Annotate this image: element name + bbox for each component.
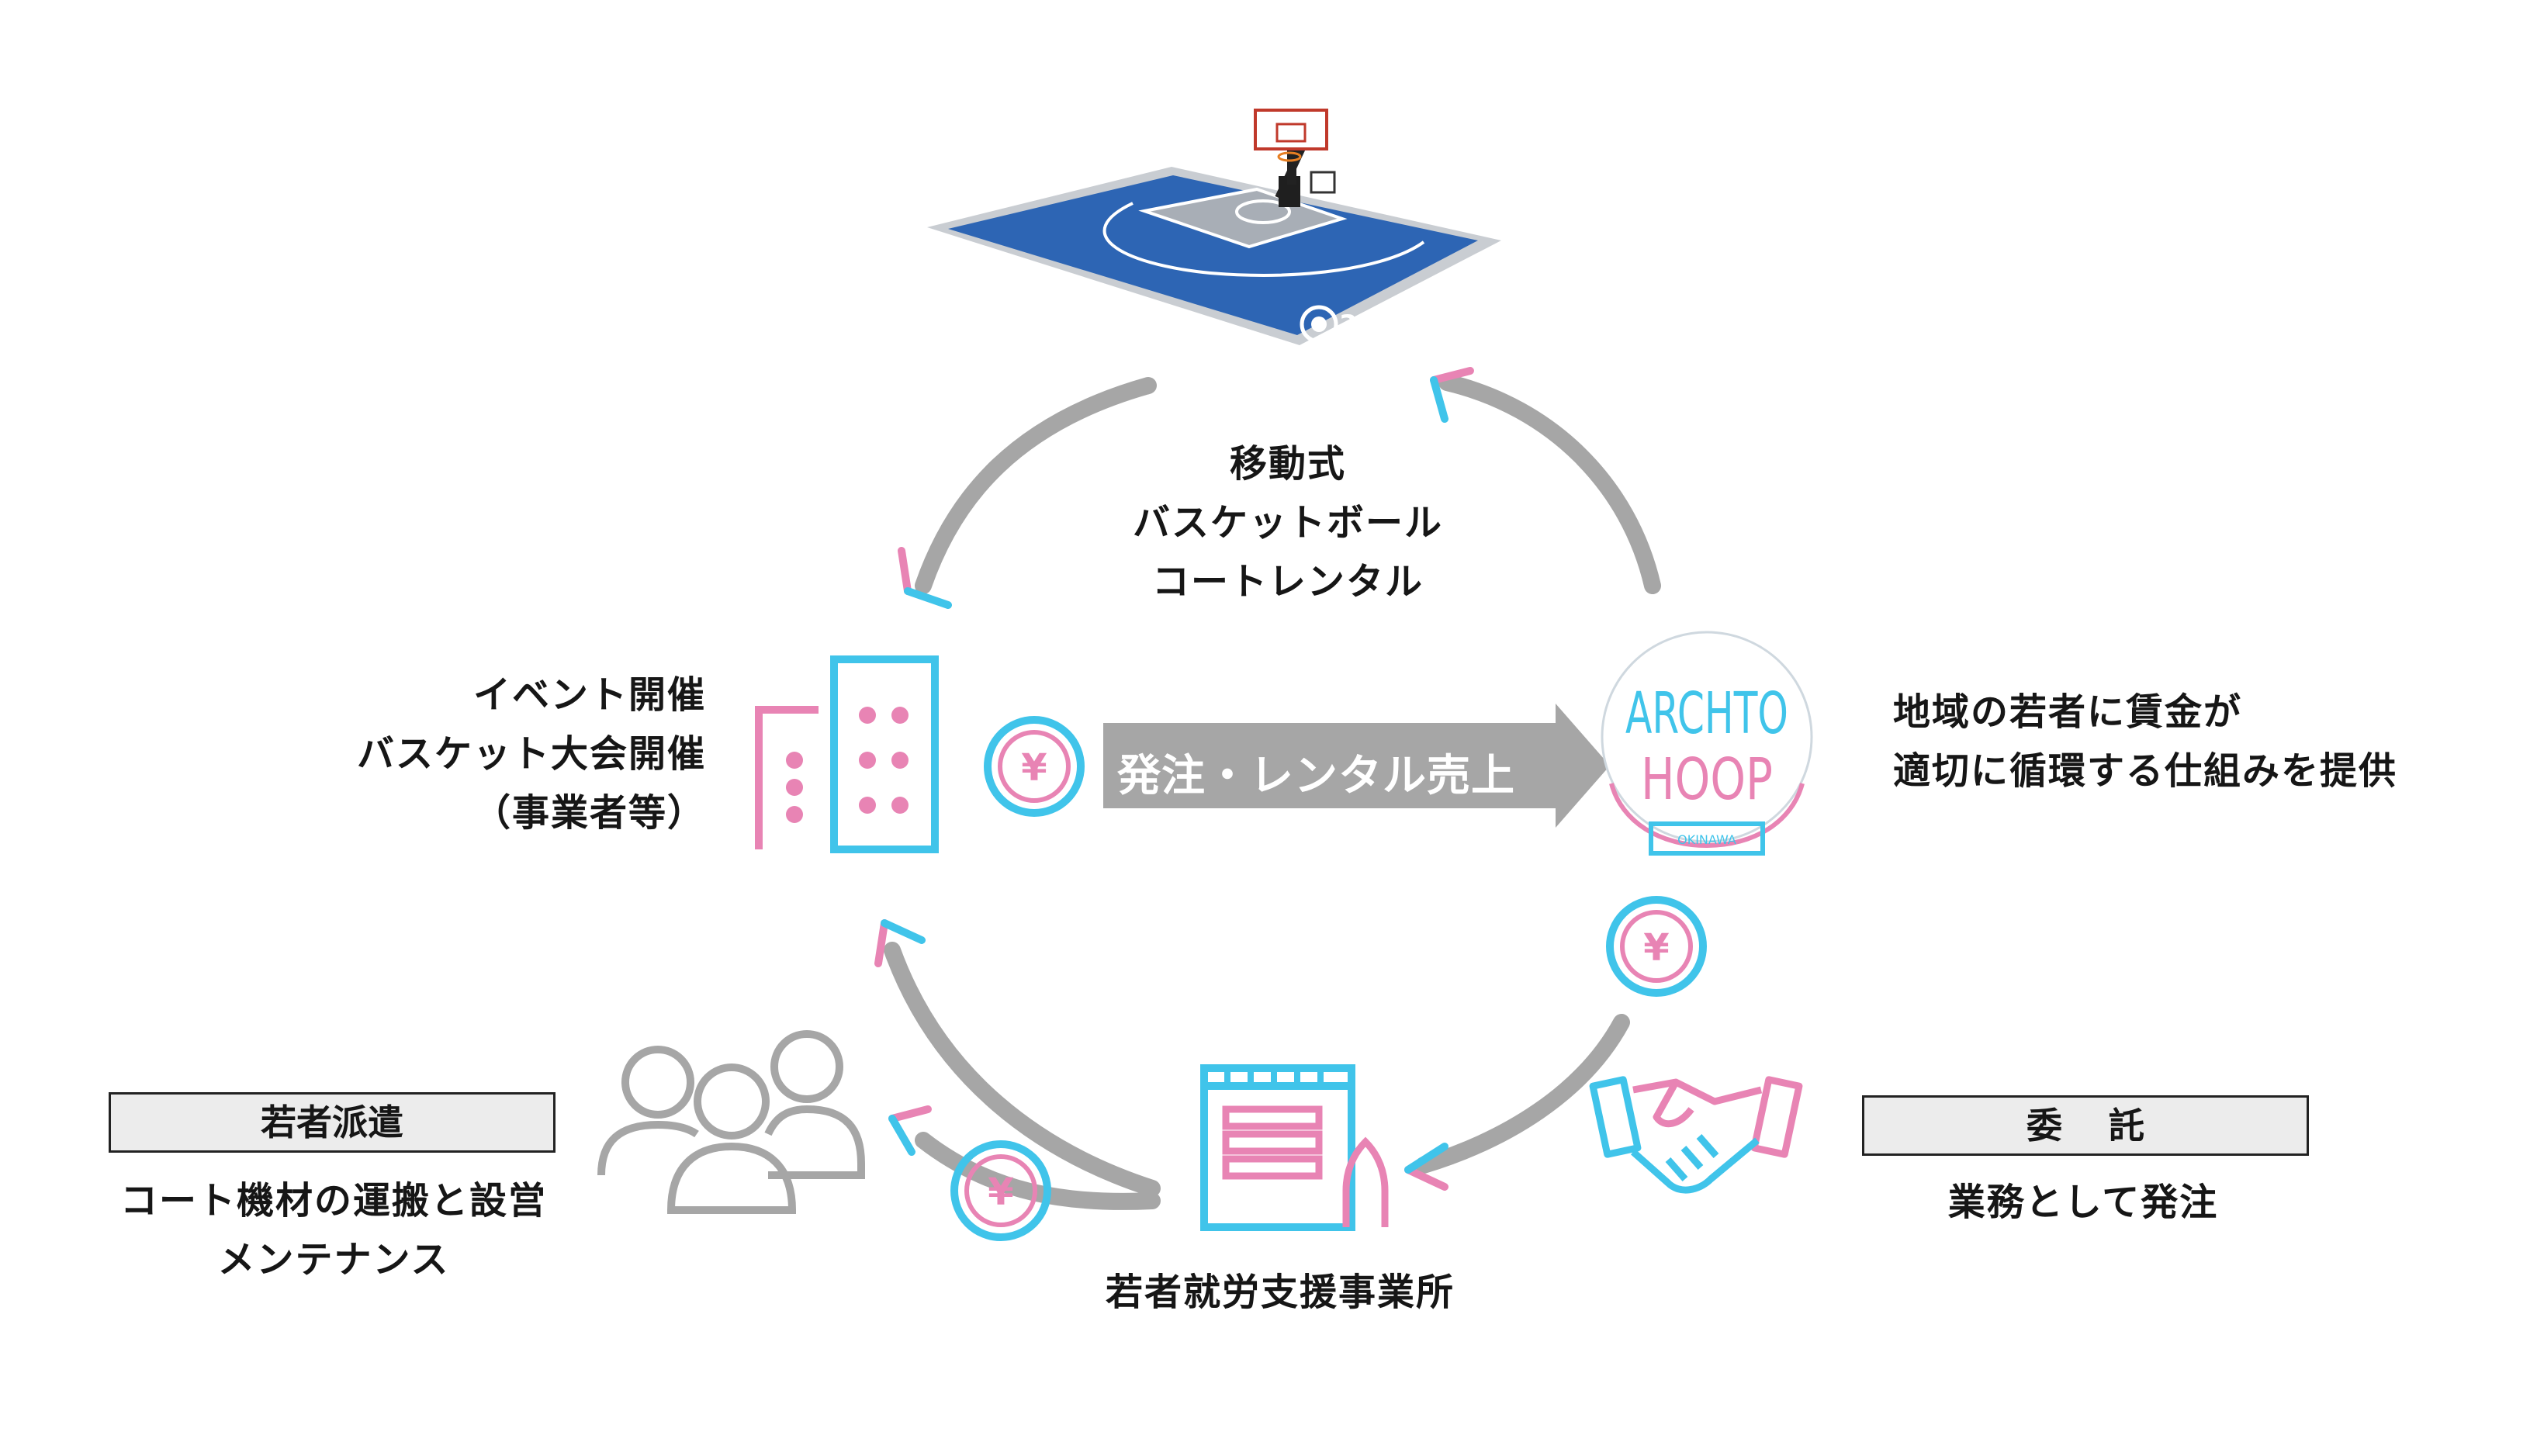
- rental-line-1: 移動式: [1229, 442, 1346, 486]
- arrowhead-court-to-events: [898, 547, 952, 609]
- svg-text:OKINAWA: OKINAWA: [1677, 832, 1736, 847]
- wage-line-2: 適切に循環する仕組みを提供: [1893, 749, 2398, 793]
- setup-line-1: コート機材の運搬と設営: [119, 1179, 547, 1223]
- basketball-court-icon: 3 ARCHTO HOOP: [927, 109, 1501, 355]
- setup-line-2: メンテナンス: [217, 1238, 450, 1281]
- archtohoop-logo: ARCHTO HOOP OKINAWA: [1601, 631, 1813, 856]
- svg-text:ARCHTO: ARCHTO: [1625, 680, 1788, 747]
- svg-text:¥: ¥: [1643, 926, 1669, 970]
- arrowhead-office-to-events: [874, 919, 926, 967]
- arrowhead-office-to-youth: [888, 1105, 932, 1156]
- revenue-arrow-label: 発注・レンタル売上: [1117, 751, 1515, 801]
- event-organizer-label: イベント開催 バスケット大会開催 （事業者等）: [256, 666, 706, 842]
- svg-text:3: 3: [1339, 310, 1358, 341]
- svg-text:¥: ¥: [1021, 746, 1047, 790]
- rental-line-3: コートレンタル: [1151, 560, 1424, 603]
- wage-line-1: 地域の若者に賃金が: [1893, 690, 2243, 734]
- svg-text:ARCHTO HOOP: ARCHTO HOOP: [1279, 348, 1331, 355]
- event-line-3: （事業者等）: [472, 791, 706, 835]
- yen-coin-icon: ¥: [950, 1140, 1051, 1241]
- yen-coin-icon: ¥: [984, 716, 1085, 817]
- arc-office-to-events: [884, 942, 1161, 1197]
- arc-court-to-events: [915, 377, 1157, 594]
- wage-circulation-label: 地域の若者に賃金が 適切に循環する仕組みを提供: [1893, 683, 2529, 801]
- commission-box: 委託: [1862, 1095, 2309, 1156]
- arrowhead-hoop-to-office: [1404, 1143, 1448, 1191]
- order-as-business-label: 業務として発注: [1947, 1181, 2219, 1224]
- arc-hoop-to-court: [1438, 374, 1661, 594]
- svg-text:¥: ¥: [988, 1171, 1013, 1214]
- svg-text:HOOP: HOOP: [1641, 746, 1773, 813]
- revenue-arrow: [1103, 704, 1610, 828]
- support-office-label: 若者就労支援事業所: [1105, 1271, 1455, 1314]
- arc-hoop-to-office: [1415, 1014, 1630, 1174]
- youth-dispatch-box: 若者派遣: [109, 1092, 556, 1153]
- people-icon: [597, 1030, 865, 1214]
- yen-coin-icon: ¥: [1606, 896, 1707, 997]
- event-line-2: バスケット大会開催: [356, 732, 706, 776]
- arrowhead-hoop-to-court: [1430, 367, 1474, 423]
- equipment-setup-label: コート機材の運搬と設営 メンテナンス: [78, 1171, 590, 1289]
- buildings-icon: [755, 655, 939, 853]
- rental-line-2: バスケットボール: [1132, 501, 1443, 545]
- rental-service-label: 移動式 バスケットボール コートレンタル: [1086, 434, 1490, 611]
- arrow-heads: [874, 367, 1474, 1191]
- event-line-1: イベント開催: [472, 673, 706, 717]
- court-logo-icon: 3 ARCHTO HOOP: [1279, 305, 1358, 355]
- handshake-icon: [1589, 1076, 1803, 1194]
- support-office-icon: [1200, 1064, 1389, 1231]
